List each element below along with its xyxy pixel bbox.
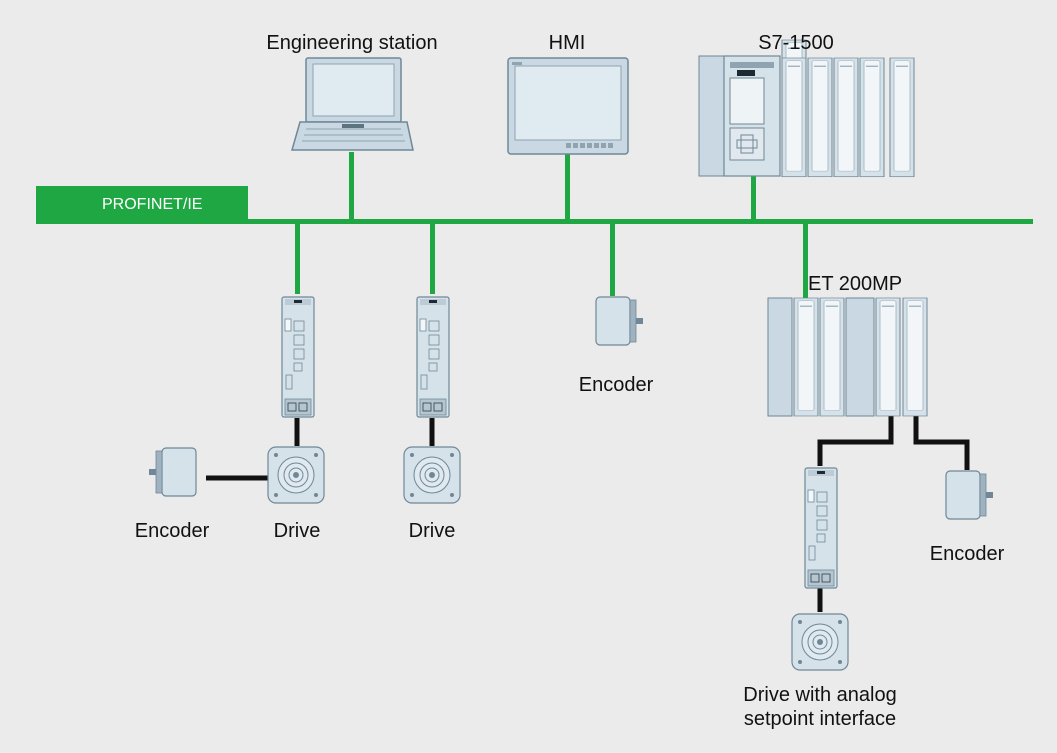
drive-analog-label-line2: setpoint interface: [743, 708, 897, 730]
drop-hmi: [565, 154, 570, 220]
bus-line: [36, 219, 1033, 224]
plc-label: S7-1500: [758, 32, 834, 54]
bus-label: PROFINET/IE: [102, 196, 203, 213]
encoder-left-icon: [148, 447, 197, 497]
drive-2-icon: [403, 296, 461, 504]
et200mp-icon: [767, 297, 928, 417]
profinet-bus: [36, 152, 1033, 298]
bus-tab: [36, 186, 248, 222]
encoder-right-icon: [945, 470, 994, 520]
drop-drive-1: [295, 222, 300, 294]
drop-io: [803, 222, 808, 298]
et200mp-label: ET 200MP: [808, 273, 903, 295]
hmi-label: HMI: [548, 32, 586, 54]
drive-1-icon: [267, 296, 325, 504]
drop-drive-2: [430, 222, 435, 294]
drive-1-label: Drive: [273, 520, 321, 542]
drive-analog-label-line1: Drive with analog: [743, 684, 897, 706]
laptop-icon: [291, 57, 414, 151]
drop-encoder: [610, 222, 615, 296]
encoder-left-label: Encoder: [134, 520, 210, 542]
drop-engineering: [349, 152, 354, 220]
plc-icon: [698, 39, 915, 178]
drive-analog-icon: [791, 467, 849, 671]
drive-2-label: Drive: [408, 520, 456, 542]
hmi-icon: [507, 57, 629, 155]
cables: [206, 416, 970, 612]
drop-plc: [751, 176, 756, 220]
encoder-bus-label: Encoder: [578, 374, 654, 396]
encoder-right-label: Encoder: [929, 543, 1005, 565]
encoder-bus-icon: [595, 296, 644, 346]
engineering-station-label: Engineering station: [266, 32, 438, 54]
